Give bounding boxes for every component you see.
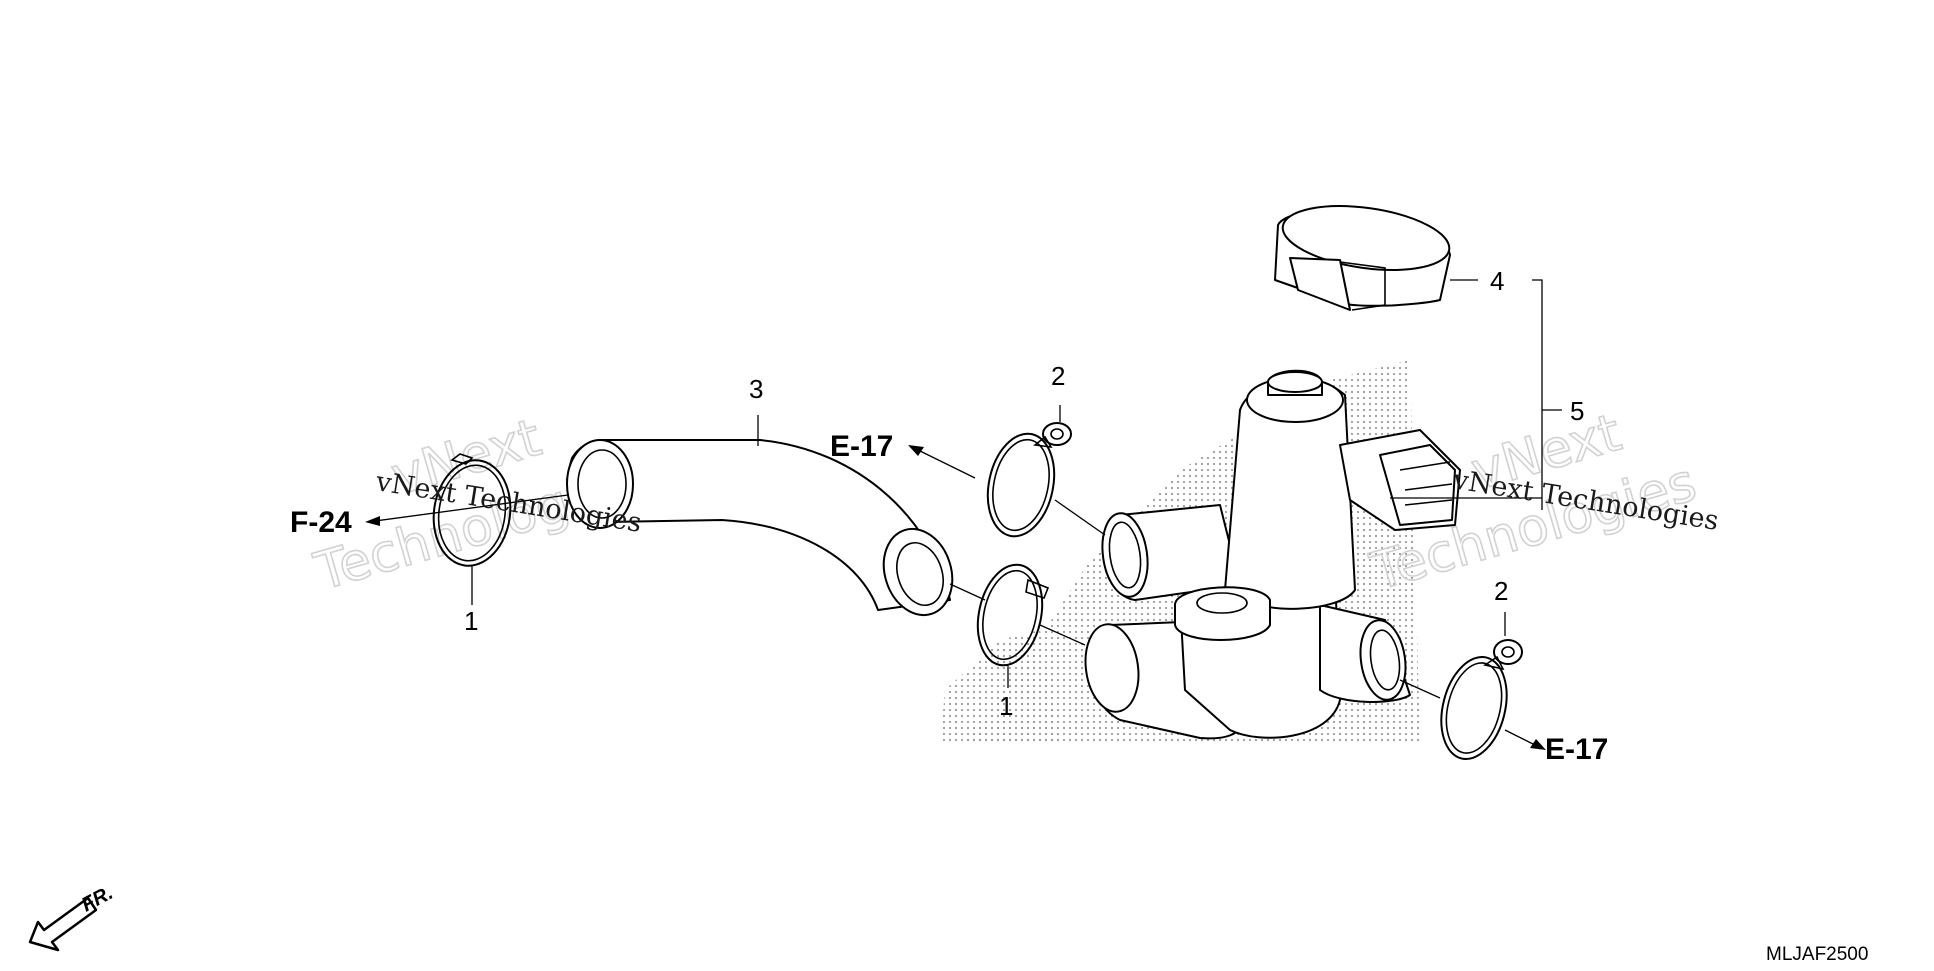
- ref-e17-bottom[interactable]: E-17: [1545, 733, 1608, 766]
- leader-lines: [365, 279, 1562, 750]
- clamp-ring-mid: [976, 563, 1050, 667]
- callout-2-top: 2: [1051, 361, 1065, 391]
- ref-e17-top[interactable]: E-17: [830, 430, 893, 463]
- front-arrow-icon: [28, 896, 98, 952]
- ref-f24[interactable]: F-24: [290, 506, 352, 539]
- diagram-code: MLJAF2500: [1766, 944, 1868, 965]
- hose-clip-top: [986, 422, 1072, 538]
- callout-4: 4: [1490, 266, 1504, 296]
- callout-3: 3: [749, 374, 763, 404]
- callout-5: 5: [1570, 396, 1584, 426]
- water-valve-body: [1084, 369, 1461, 740]
- valve-cover-cap: [1274, 205, 1451, 311]
- clamp-ring-left: [432, 453, 512, 567]
- callout-1-left: 1: [464, 606, 478, 636]
- callout-2-right: 2: [1494, 576, 1508, 606]
- hose-clip-right: [1440, 639, 1523, 761]
- callout-1-mid: 1: [999, 691, 1013, 721]
- water-hose: [566, 439, 954, 617]
